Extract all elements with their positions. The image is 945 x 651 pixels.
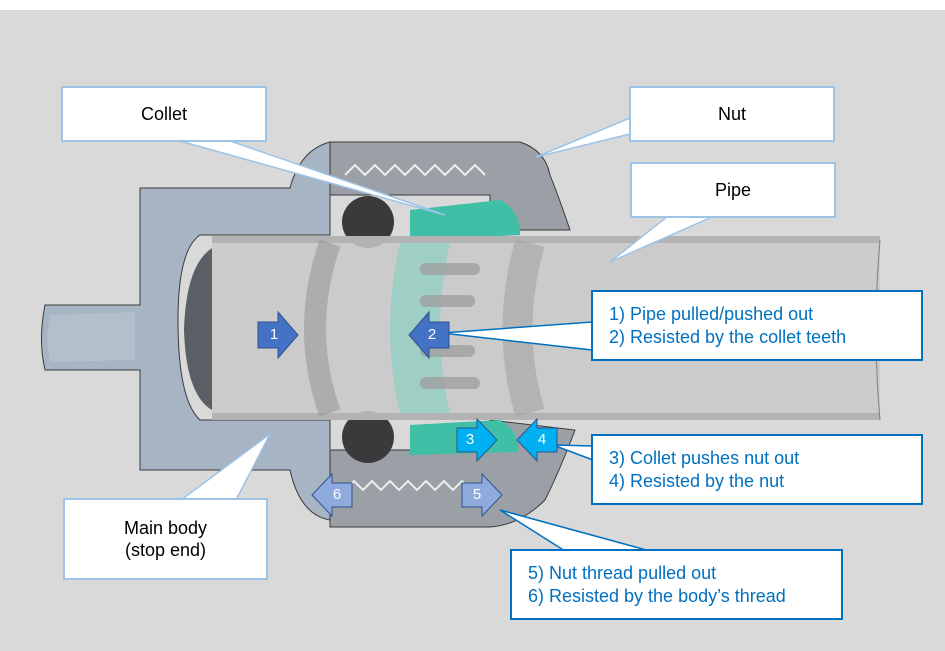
pipe-bottom-edge [212, 413, 880, 420]
thread-note-pointer [499, 509, 651, 552]
arrow-3-icon [456, 417, 498, 463]
arrow-5-label: 5 [472, 486, 482, 503]
arrow-6-icon [311, 472, 353, 518]
arrow-1-label: 1 [269, 326, 279, 343]
thread-force-note: 5) Nut thread pulled out 6) Resisted by … [510, 549, 843, 620]
thread-force-note-line1: 5) Nut thread pulled out [528, 562, 717, 583]
collet-force-note: 3) Collet pushes nut out 4) Resisted by … [591, 434, 923, 505]
arrow-1-icon [257, 310, 299, 360]
arrow-4-icon [516, 417, 558, 463]
pipe-bend-ring [304, 239, 341, 417]
nut-label-text: Nut [717, 104, 746, 124]
collet-label: Collet [61, 86, 267, 142]
pipe-force-note-line2: 2) Resisted by the collet teeth [609, 326, 847, 347]
oring-bottom [342, 411, 394, 463]
nut-label: Nut [629, 86, 835, 142]
arrow-3-label: 3 [465, 431, 475, 448]
main-body-label: Main body (stop end) [63, 498, 268, 580]
arrow-4-label: 4 [537, 431, 547, 448]
pipe-top-edge [212, 236, 880, 243]
collet-label-text: Collet [140, 104, 188, 124]
arrow-5-icon [461, 472, 503, 518]
collet-force-note-line2: 4) Resisted by the nut [609, 470, 785, 491]
arrow-2-label: 2 [427, 326, 437, 343]
body-nipple-core [47, 312, 135, 362]
body-stop-recess [184, 248, 212, 410]
main-body-label-line1: Main body [123, 518, 208, 538]
nut-bottom-thread [344, 479, 472, 492]
thread-force-note-line2: 6) Resisted by the body’s thread [528, 585, 786, 606]
collet-force-note-line1: 3) Collet pushes nut out [609, 447, 800, 468]
nut-pointer [535, 116, 631, 158]
oring-top [342, 196, 394, 248]
pipe-label: Pipe [630, 162, 836, 218]
nut-top-thread [344, 163, 486, 177]
pipe-force-note: 1) Pipe pulled/pushed out 2) Resisted by… [591, 290, 923, 361]
main-body-label-line2: (stop end) [124, 540, 207, 560]
pipe-force-note-line1: 1) Pipe pulled/pushed out [609, 303, 814, 324]
arrow-2-icon [408, 310, 450, 360]
pipe-label-text: Pipe [714, 180, 752, 200]
arrow-6-label: 6 [332, 486, 342, 503]
collet-top [410, 200, 520, 240]
